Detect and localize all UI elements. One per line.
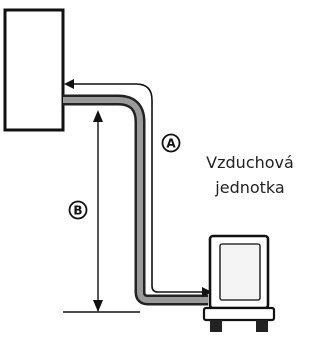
air-unit-caption: Vzduchová jednotka xyxy=(196,150,304,200)
dimension-arrow-top xyxy=(93,110,103,122)
outdoor-unit-base xyxy=(202,306,276,322)
arrow-head-top xyxy=(64,79,74,89)
path-a-line xyxy=(70,83,208,293)
outdoor-unit-front xyxy=(219,243,261,301)
marker-a-circle xyxy=(161,133,181,153)
caption-line-1: Vzduchová xyxy=(206,153,294,172)
pipe-outline xyxy=(63,94,208,306)
indoor-unit xyxy=(3,8,65,132)
arrow-head-bottom xyxy=(202,287,212,297)
outdoor-unit-foot-right xyxy=(256,320,268,332)
caption-line-2: jednotka xyxy=(215,178,285,197)
dimension-arrow-bottom xyxy=(93,300,103,312)
marker-b: B xyxy=(73,204,82,218)
pipe-fill xyxy=(63,97,208,303)
marker-b-circle xyxy=(68,200,88,220)
outdoor-unit-foot-left xyxy=(210,320,222,332)
marker-a: A xyxy=(166,137,176,151)
